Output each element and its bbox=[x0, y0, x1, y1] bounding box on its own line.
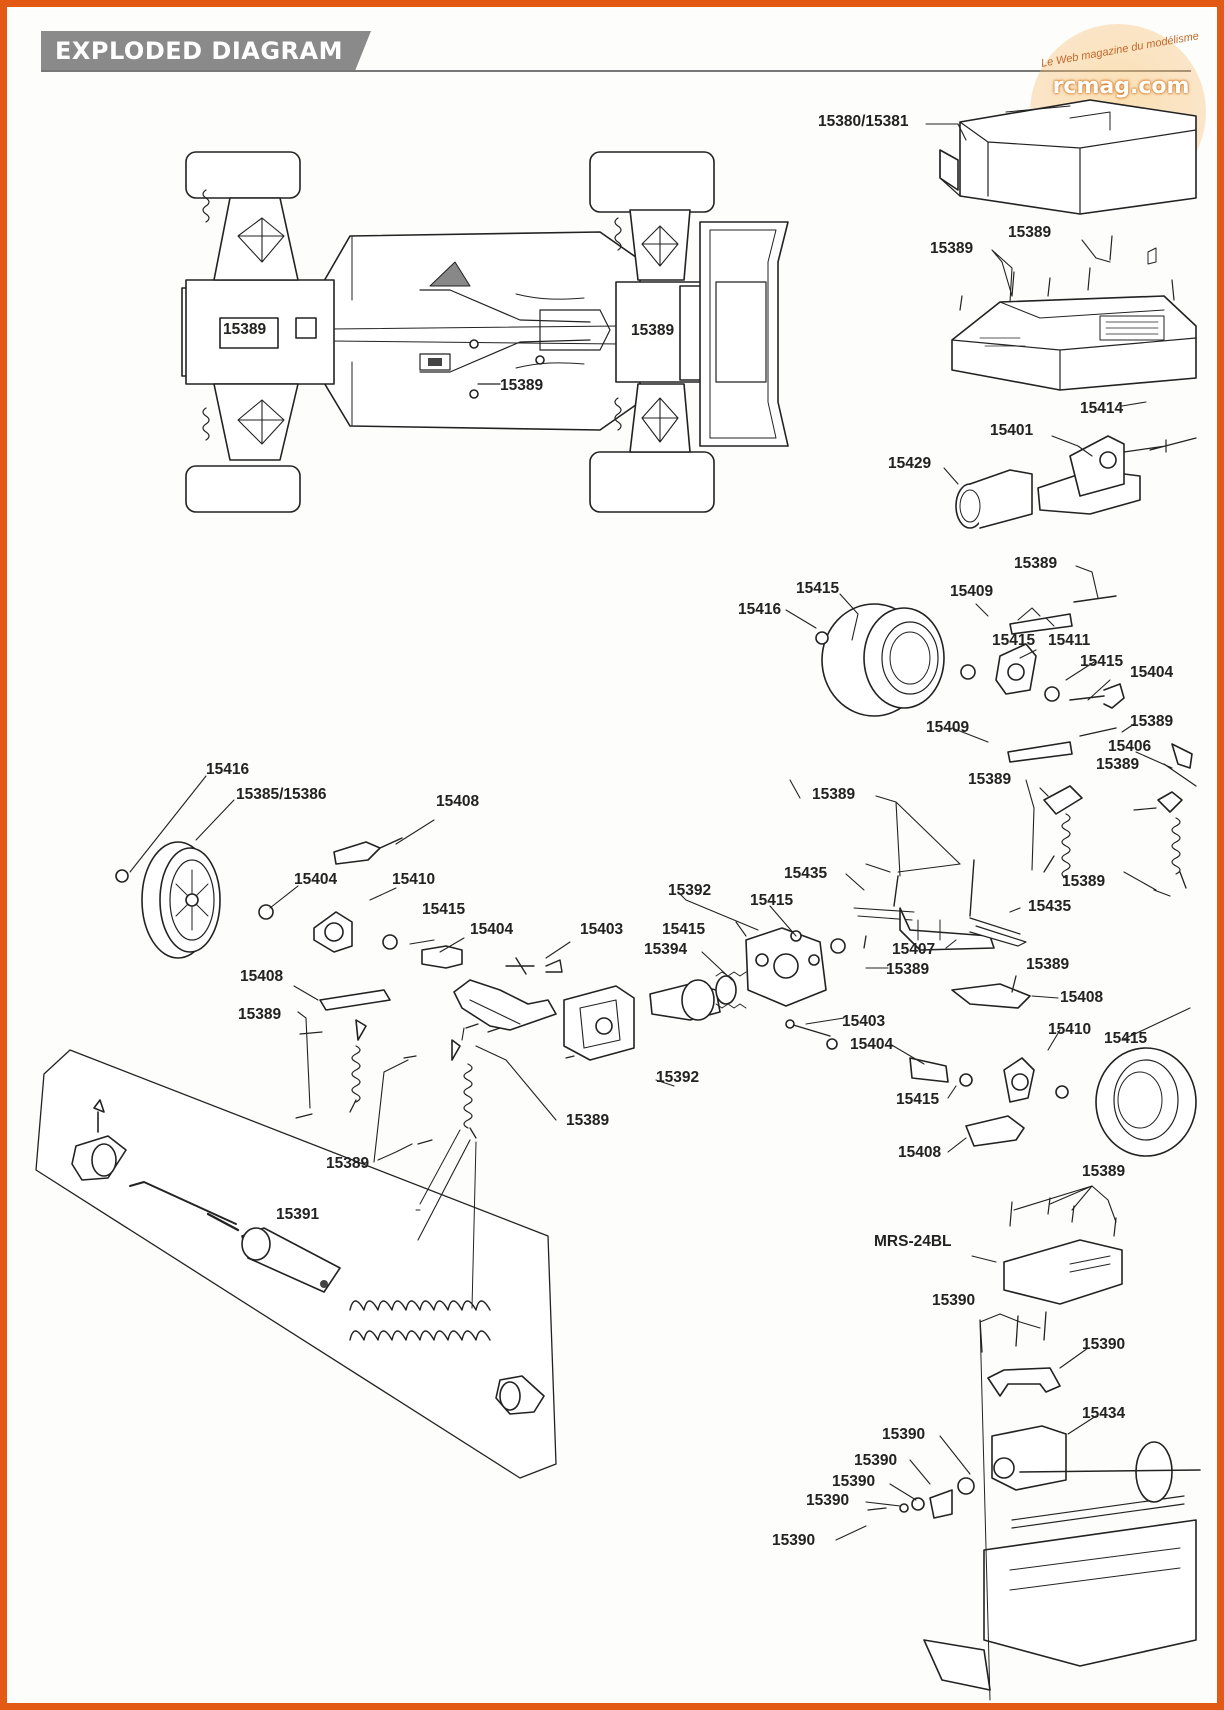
part-label: 15389 bbox=[1014, 555, 1058, 572]
part-label: 15409 bbox=[926, 719, 970, 736]
chassis-cover bbox=[951, 235, 1197, 391]
part-label: 15389 bbox=[1008, 224, 1052, 241]
part-label: 15394 bbox=[644, 941, 688, 958]
shock-detail-inset bbox=[35, 1049, 557, 1479]
part-label: MRS-24BL bbox=[874, 1233, 952, 1250]
part-label: 15390 bbox=[1082, 1336, 1126, 1353]
part-label: 15390 bbox=[932, 1292, 976, 1309]
part-label: 15404 bbox=[470, 921, 514, 938]
chassis-top-view bbox=[181, 151, 789, 513]
part-label: 15390 bbox=[854, 1452, 898, 1469]
part-label: 15415 bbox=[1080, 653, 1124, 670]
part-label: 15429 bbox=[888, 455, 932, 472]
part-label: 15389 bbox=[1026, 956, 1070, 973]
part-label: 15391 bbox=[276, 1206, 320, 1223]
part-label: 15390 bbox=[882, 1426, 926, 1443]
section-title: EXPLODED DIAGRAM bbox=[41, 31, 371, 71]
part-label: 15415 bbox=[992, 632, 1036, 649]
motor-mount bbox=[955, 435, 1197, 529]
part-label: 15435 bbox=[1028, 898, 1072, 915]
part-label: 15389 bbox=[812, 786, 856, 803]
part-label: 15435 bbox=[784, 865, 828, 882]
part-label: 15389 bbox=[222, 321, 268, 339]
part-label: 15389 bbox=[930, 240, 974, 257]
part-label: 15406 bbox=[1108, 738, 1152, 755]
part-label: 15389 bbox=[1096, 756, 1140, 773]
rear-suspension-right bbox=[815, 595, 1197, 897]
part-label: 15416 bbox=[738, 601, 782, 618]
part-label: 15404 bbox=[294, 871, 338, 888]
part-label: 15408 bbox=[436, 793, 480, 810]
part-label: 15390 bbox=[772, 1532, 816, 1549]
front-right-wheel-assembly bbox=[909, 975, 1197, 1157]
part-label: 15389 bbox=[500, 377, 544, 394]
part-label: 15389 bbox=[566, 1112, 610, 1129]
part-label: 15389 bbox=[326, 1155, 370, 1172]
part-label: 15407 bbox=[892, 941, 936, 958]
leader-lines bbox=[129, 123, 1191, 1541]
part-label: 15392 bbox=[668, 882, 712, 899]
part-label: 15415 bbox=[1104, 1030, 1148, 1047]
front-suspension-center bbox=[295, 927, 867, 1145]
electronics-servo bbox=[867, 1197, 1201, 1701]
part-label: 15408 bbox=[240, 968, 284, 985]
part-label: 15403 bbox=[842, 1013, 886, 1030]
part-label: 15410 bbox=[1048, 1021, 1092, 1038]
header-rule bbox=[41, 70, 1191, 72]
part-label: 15415 bbox=[750, 892, 794, 909]
part-label: 15390 bbox=[832, 1473, 876, 1490]
part-label: 15410 bbox=[392, 871, 436, 888]
part-label: 15434 bbox=[1082, 1405, 1126, 1422]
part-label: 15401 bbox=[990, 422, 1034, 439]
part-label: 15389 bbox=[1062, 873, 1106, 890]
part-label: 15390 bbox=[806, 1492, 850, 1509]
part-label: 15408 bbox=[898, 1144, 942, 1161]
part-label: 15411 bbox=[1048, 632, 1091, 649]
watermark-brand: rcmag.com bbox=[1052, 74, 1190, 99]
part-label: 15416 bbox=[206, 761, 250, 778]
part-label: 15404 bbox=[1130, 664, 1174, 681]
part-label: 15404 bbox=[850, 1036, 894, 1053]
part-label: 15392 bbox=[656, 1069, 700, 1086]
part-label: 15415 bbox=[896, 1091, 940, 1108]
part-label: 15389 bbox=[630, 322, 676, 340]
part-label: 15380/15381 bbox=[818, 113, 909, 130]
part-label: 15389 bbox=[238, 1006, 282, 1023]
part-label: 15415 bbox=[662, 921, 706, 938]
part-label: 15415 bbox=[796, 580, 840, 597]
part-label: 15414 bbox=[1080, 400, 1124, 417]
body-shell bbox=[939, 99, 1197, 215]
part-label: 15389 bbox=[1082, 1163, 1126, 1180]
part-label: 15389 bbox=[886, 961, 930, 978]
part-label: 15389 bbox=[1130, 713, 1174, 730]
body-mounts bbox=[853, 859, 1027, 951]
part-label: 15385/15386 bbox=[236, 786, 327, 803]
part-label: 15415 bbox=[422, 901, 466, 918]
front-left-wheel-assembly bbox=[115, 837, 563, 1011]
part-label: 15403 bbox=[580, 921, 624, 938]
part-label: 15409 bbox=[950, 583, 994, 600]
part-label: 15389 bbox=[968, 771, 1012, 788]
part-label: 15408 bbox=[1060, 989, 1104, 1006]
